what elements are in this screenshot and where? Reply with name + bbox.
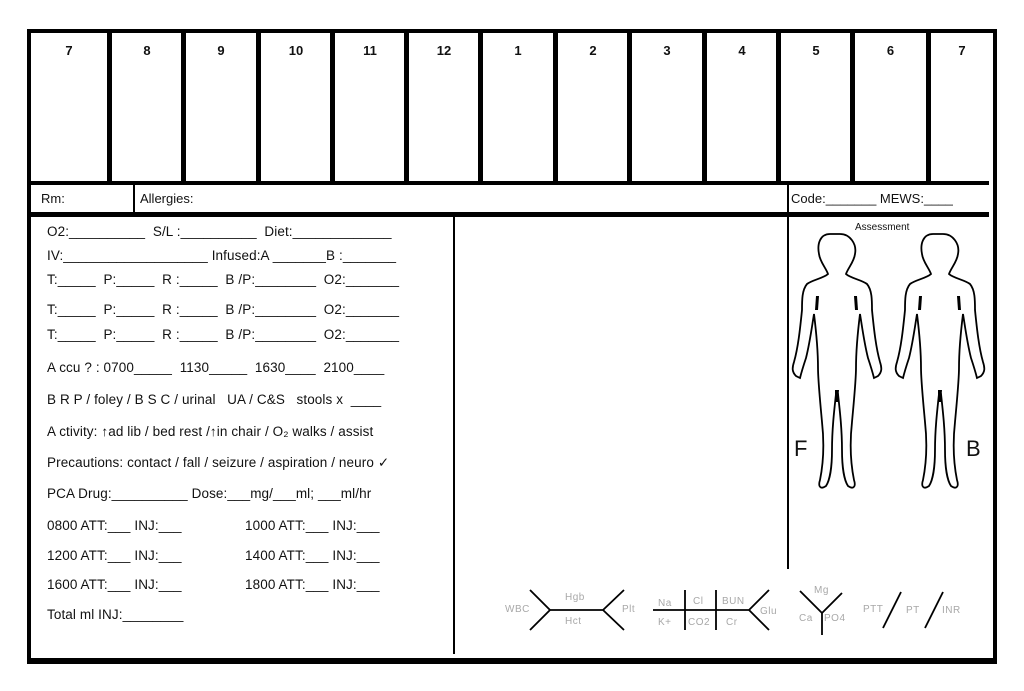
coag-slash-icon [882,591,902,629]
body-back-icon[interactable] [893,230,988,495]
vitals-line-3[interactable]: T:_____ P:_____ R :_____ B /P:________ O… [47,327,400,342]
hour-column[interactable]: 11 [335,33,405,182]
hour-label: 11 [363,43,377,58]
divider [31,181,989,185]
hour-label: 2 [589,43,597,58]
hour-column[interactable]: 3 [632,33,702,182]
lab-pt: PT [906,605,920,616]
lab-bun: BUN [722,596,745,607]
column-divider [553,33,558,184]
lab-k: K+ [658,617,672,628]
cbc-fishbone-icon[interactable] [528,588,628,633]
lab-ca: Ca [799,613,813,624]
lab-hct: Hct [565,616,582,627]
vitals-line-2[interactable]: T:_____ P:_____ R :_____ B /P:________ O… [47,302,400,317]
hour-label: 8 [143,43,151,58]
hour-label: 3 [663,43,671,58]
coag-slash-icon [924,591,944,629]
panel-divider [787,217,789,569]
minerals-y-diagram-icon[interactable] [798,589,846,637]
room-field[interactable]: Rm: [41,191,65,206]
bmp-fishbone-icon[interactable] [653,588,771,633]
lab-po4: PO4 [824,613,846,624]
column-divider [776,33,781,184]
hour-label: 9 [217,43,225,58]
column-divider [926,33,931,184]
pca-entry[interactable]: 1000 ATT:___ INJ:___ [245,518,380,533]
hour-label: 12 [436,43,452,58]
hour-column[interactable]: 1 [483,33,553,182]
divider [31,212,989,217]
hour-column[interactable]: 10 [261,33,331,182]
lab-co2: CO2 [688,617,711,628]
column-divider [850,33,855,184]
panel-divider [453,217,455,654]
pca-drug-line[interactable]: PCA Drug:__________ Dose:___mg/___ml; __… [47,486,372,501]
patient-info-bar: Rm: Allergies: Code:_______ MEWS:____ [31,184,989,212]
allergies-field[interactable]: Allergies: [140,191,194,206]
hour-label: 1 [514,43,522,58]
body-front-icon[interactable] [790,230,885,495]
o2-sl-diet-line[interactable]: O2:__________ S/L :__________ Diet:_____… [47,224,392,239]
total-injections-field[interactable]: Total ml INJ:________ [47,607,184,622]
column-divider [107,33,112,184]
accucheck-line[interactable]: A ccu ? : 0700_____ 1130_____ 1630____ 2… [47,360,385,375]
column-divider [404,33,409,184]
column-divider [627,33,632,184]
hour-column[interactable]: 7 [31,33,107,182]
hour-column[interactable]: 5 [781,33,851,182]
report-sheet-frame [27,29,997,664]
code-mews-field[interactable]: Code:_______ MEWS:____ [791,191,953,206]
hour-grid: 7 8 9 10 11 12 1 2 3 4 5 6 7 [31,33,993,184]
lab-mg: Mg [814,585,829,596]
hour-column[interactable]: 2 [558,33,628,182]
front-label: F [794,436,808,461]
column-divider [702,33,707,184]
lab-cl: Cl [693,596,704,607]
column-divider [478,33,483,184]
lab-plt: Plt [622,604,636,615]
lab-na: Na [658,598,672,609]
hour-column[interactable]: 6 [855,33,926,182]
column-divider [181,33,186,184]
lab-cr: Cr [726,617,738,628]
hour-column[interactable]: 4 [707,33,777,182]
column-divider [330,33,335,184]
hour-column[interactable]: 7 [931,33,993,182]
hour-column[interactable]: 12 [409,33,479,182]
vitals-line-1[interactable]: T:_____ P:_____ R :_____ B /P:________ O… [47,272,400,287]
hour-label: 7 [958,43,966,58]
divider [133,184,135,212]
lab-inr: INR [942,605,961,616]
activity-line[interactable]: A ctivity: ↑ad lib / bed rest /↑in chair… [47,424,374,439]
pca-entry[interactable]: 1800 ATT:___ INJ:___ [245,577,380,592]
hour-label: 7 [65,43,73,58]
hour-label: 6 [886,43,895,58]
iv-infused-line[interactable]: IV:___________________ Infused:A _______… [47,248,397,263]
lab-glu: Glu [760,606,778,617]
assessment-title: Assessment [855,222,910,233]
hour-column[interactable]: 9 [186,33,256,182]
column-divider [256,33,261,184]
back-label: B [966,436,981,461]
pca-entry[interactable]: 1200 ATT:___ INJ:___ [47,548,182,563]
precautions-line[interactable]: Precautions: contact / fall / seizure / … [47,455,390,470]
elimination-line[interactable]: B R P / foley / B S C / urinal UA / C&S … [47,392,382,407]
lab-hgb: Hgb [565,592,585,603]
lab-ptt: PTT [863,604,884,615]
pca-entry[interactable]: 1600 ATT:___ INJ:___ [47,577,182,592]
hour-label: 5 [812,43,820,58]
pca-entry[interactable]: 0800 ATT:___ INJ:___ [47,518,182,533]
lab-wbc: WBC [505,604,530,615]
hour-label: 10 [288,43,304,58]
divider [787,184,789,212]
hour-label: 4 [738,43,746,58]
pca-entry[interactable]: 1400 ATT:___ INJ:___ [245,548,380,563]
hour-column[interactable]: 8 [112,33,182,182]
